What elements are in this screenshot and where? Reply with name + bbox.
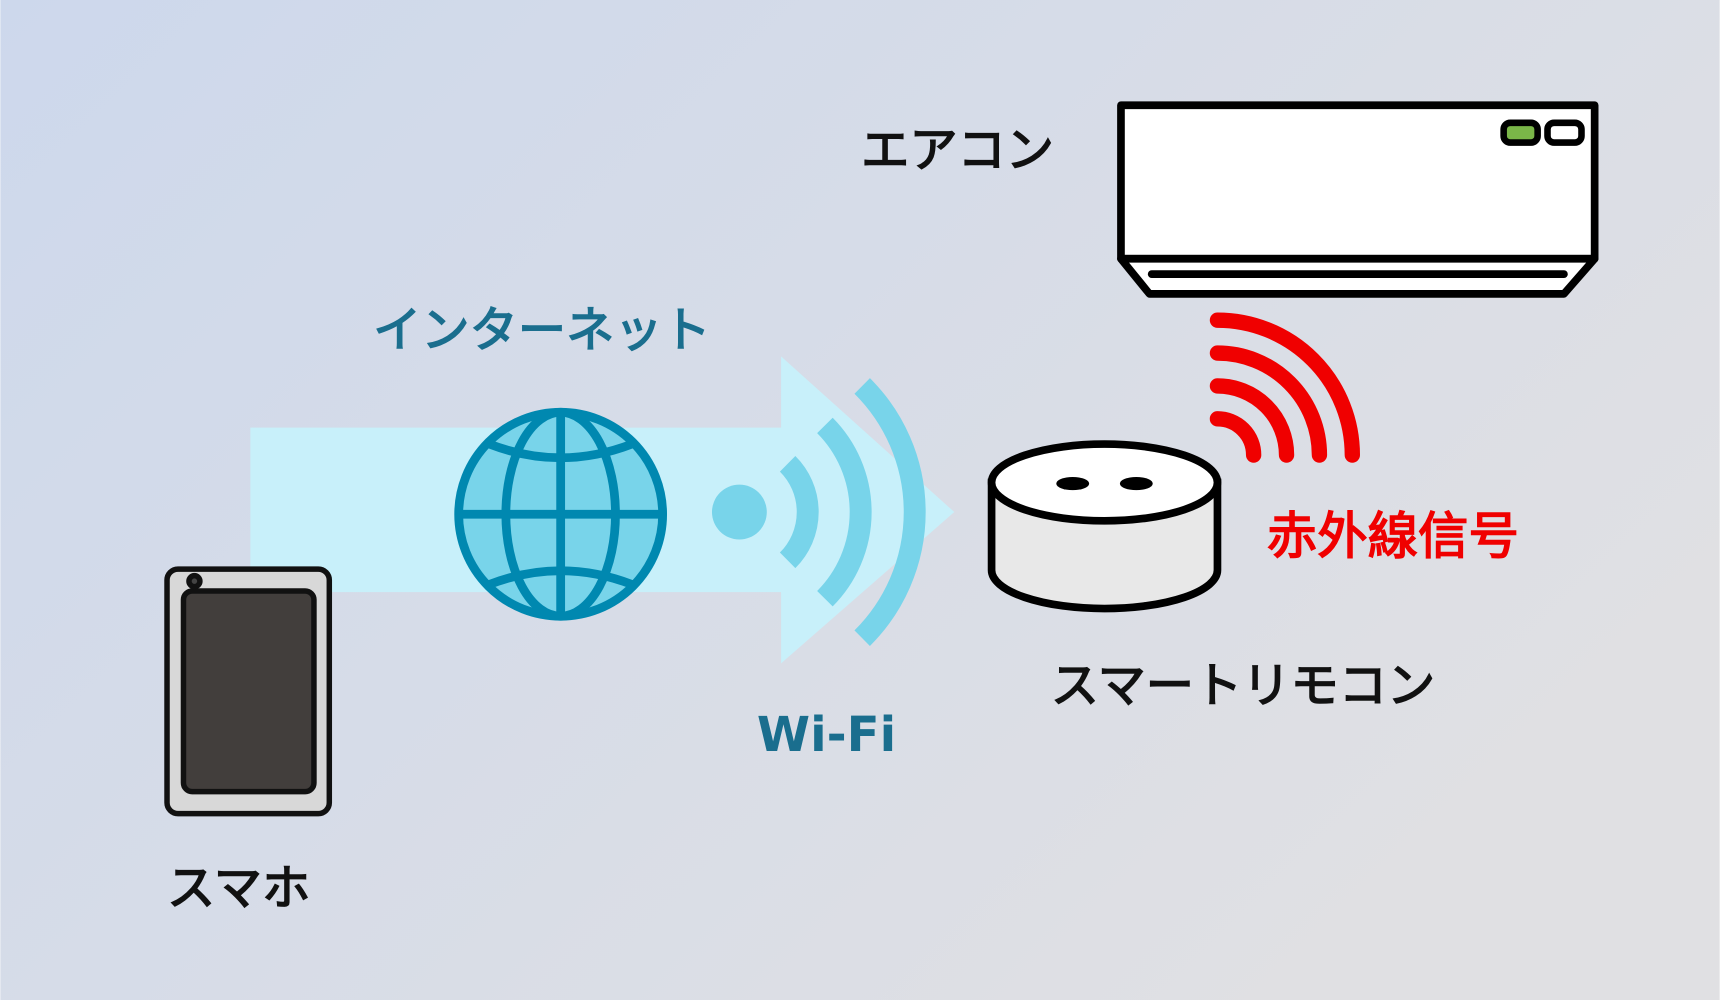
- aircon-label: エアコン: [861, 123, 1054, 179]
- air-conditioner-icon: [1117, 101, 1599, 298]
- globe-icon: [454, 407, 668, 621]
- smart-remote-label: スマートリモコン: [1051, 658, 1435, 714]
- wifi-icon: [711, 378, 926, 646]
- wifi-label: Wi-Fi: [757, 707, 896, 763]
- smart-remote-icon: [987, 440, 1222, 613]
- internet-label: インターネット: [373, 302, 711, 358]
- infrared-signal-icon: [1209, 312, 1361, 463]
- smartphone-label: スマホ: [167, 861, 310, 917]
- infrared-signal-label: 赤外線信号: [1267, 507, 1519, 566]
- smartphone-icon: [164, 566, 333, 817]
